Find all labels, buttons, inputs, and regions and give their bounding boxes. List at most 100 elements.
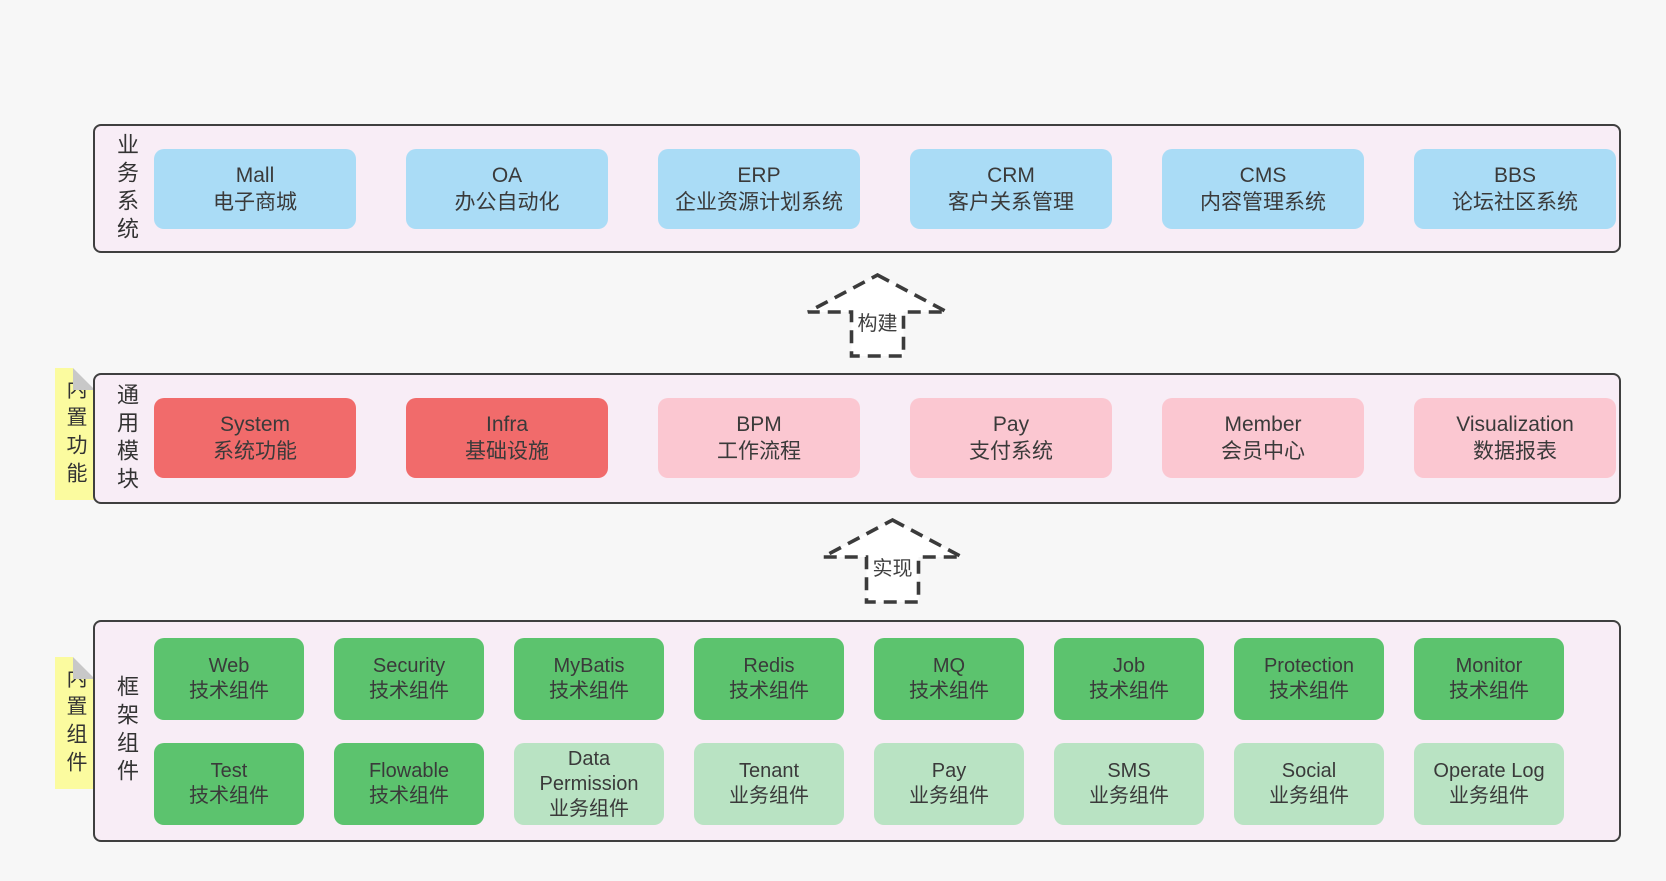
box-monitor: Monitor 技术组件: [1414, 638, 1564, 720]
implement-arrow-label: 实现: [873, 557, 913, 580]
implement-arrow-icon: 实现: [821, 518, 964, 605]
layer-common-modules: 通用模块 System 系统功能 Infra 基础设施 BPM 工作流程 Pay…: [93, 373, 1621, 504]
box-title: Job: [1112, 655, 1146, 677]
box-subtitle: 支付系统: [969, 440, 1053, 463]
box-subtitle: 内容管理系统: [1200, 191, 1326, 214]
box-subtitle: 技术组件: [369, 680, 449, 702]
sticky-note-built-in-features: 内置功能: [55, 368, 95, 500]
layer-label-framework: 框架组件: [114, 675, 139, 787]
box-pay-biz: Pay 业务组件: [874, 743, 1024, 825]
box-data-permission: Data Permission 业务组件: [514, 743, 664, 825]
box-subtitle: 基础设施: [465, 440, 549, 463]
box-subtitle: 论坛社区系统: [1452, 191, 1578, 214]
business-box-row: Mall 电子商城 OA 办公自动化 ERP 企业资源计划系统 CRM 客户关系…: [154, 149, 1616, 229]
box-title: MyBatis: [553, 655, 625, 677]
box-subtitle: 会员中心: [1221, 440, 1305, 463]
box-title: CMS: [1239, 164, 1287, 187]
box-title: Redis: [743, 655, 795, 677]
build-arrow-icon: 构建: [806, 273, 949, 359]
box-tenant: Tenant 业务组件: [694, 743, 844, 825]
box-subtitle: 技术组件: [549, 680, 629, 702]
box-subtitle: 业务组件: [1089, 785, 1169, 807]
box-visualization: Visualization 数据报表: [1414, 398, 1616, 478]
box-subtitle: 办公自动化: [454, 191, 560, 214]
box-subtitle: 业务组件: [549, 797, 629, 820]
box-web: Web 技术组件: [154, 638, 304, 720]
box-title: OA: [491, 164, 523, 187]
box-subtitle: 技术组件: [1089, 680, 1169, 702]
box-subtitle: 业务组件: [1449, 785, 1529, 807]
box-subtitle: 技术组件: [1269, 680, 1349, 702]
box-title: Web: [208, 655, 250, 677]
box-title: SMS: [1107, 760, 1151, 782]
box-subtitle: 技术组件: [729, 680, 809, 702]
box-title: Visualization: [1456, 413, 1574, 436]
box-subtitle: 技术组件: [909, 680, 989, 702]
box-mq: MQ 技术组件: [874, 638, 1024, 720]
box-title: Infra: [485, 413, 529, 436]
box-title: Security: [372, 655, 446, 677]
box-title: Pay: [931, 760, 967, 782]
box-subtitle: 企业资源计划系统: [675, 191, 843, 214]
box-subtitle: 电子商城: [213, 191, 297, 214]
box-mybatis: MyBatis 技术组件: [514, 638, 664, 720]
framework-box-row-1: Web 技术组件 Security 技术组件 MyBatis 技术组件 Redi…: [154, 638, 1564, 720]
box-title: Social: [1281, 760, 1337, 782]
box-title: Operate Log: [1433, 760, 1545, 782]
box-system: System 系统功能: [154, 398, 356, 478]
box-job: Job 技术组件: [1054, 638, 1204, 720]
box-subtitle: 技术组件: [189, 680, 269, 702]
box-title: Test: [210, 760, 248, 782]
box-title: BBS: [1493, 164, 1537, 187]
box-subtitle: 客户关系管理: [948, 191, 1074, 214]
box-subtitle: 工作流程: [717, 440, 801, 463]
box-bpm: BPM 工作流程: [658, 398, 860, 478]
box-mall: Mall 电子商城: [154, 149, 356, 229]
box-security: Security 技术组件: [334, 638, 484, 720]
box-oa: OA 办公自动化: [406, 149, 608, 229]
box-flowable: Flowable 技术组件: [334, 743, 484, 825]
box-title: System: [219, 413, 290, 436]
box-title: CRM: [987, 164, 1035, 187]
box-title: Pay: [992, 413, 1030, 436]
box-subtitle: 技术组件: [1449, 680, 1529, 702]
box-title: Monitor: [1455, 655, 1523, 677]
common-box-row: System 系统功能 Infra 基础设施 BPM 工作流程 Pay 支付系统…: [154, 398, 1616, 478]
box-subtitle: 业务组件: [729, 785, 809, 807]
box-bbs: BBS 论坛社区系统: [1414, 149, 1616, 229]
box-title: Mall: [235, 164, 275, 187]
box-subtitle: 技术组件: [369, 785, 449, 807]
sticky-note-built-in-components: 内置组件: [55, 657, 95, 789]
box-subtitle: 业务组件: [1269, 785, 1349, 807]
box-title: Data Permission: [539, 747, 639, 795]
box-title: ERP: [737, 164, 781, 187]
box-social: Social 业务组件: [1234, 743, 1384, 825]
box-member: Member 会员中心: [1162, 398, 1364, 478]
layer-framework-components: 框架组件 Web 技术组件 Security 技术组件 MyBatis 技术组件…: [93, 620, 1621, 842]
box-protection: Protection 技术组件: [1234, 638, 1384, 720]
framework-box-row-2: Test 技术组件 Flowable 技术组件 Data Permission …: [154, 743, 1564, 825]
layer-label-business: 业务系统: [114, 132, 139, 245]
box-title: Member: [1224, 413, 1302, 436]
box-subtitle: 业务组件: [909, 785, 989, 807]
box-test: Test 技术组件: [154, 743, 304, 825]
box-crm: CRM 客户关系管理: [910, 149, 1112, 229]
sticky-note-label: 内置组件: [64, 667, 87, 779]
box-cms: CMS 内容管理系统: [1162, 149, 1364, 229]
box-title: Flowable: [368, 760, 450, 782]
box-subtitle: 系统功能: [213, 440, 297, 463]
box-redis: Redis 技术组件: [694, 638, 844, 720]
box-subtitle: 数据报表: [1473, 440, 1557, 463]
box-title: Protection: [1263, 655, 1355, 677]
box-title: Tenant: [738, 760, 800, 782]
box-title: BPM: [736, 413, 782, 436]
box-pay: Pay 支付系统: [910, 398, 1112, 478]
layer-business-systems: 业务系统 Mall 电子商城 OA 办公自动化 ERP 企业资源计划系统 CRM…: [93, 124, 1621, 253]
box-operate-log: Operate Log 业务组件: [1414, 743, 1564, 825]
box-infra: Infra 基础设施: [406, 398, 608, 478]
box-erp: ERP 企业资源计划系统: [658, 149, 860, 229]
box-subtitle: 技术组件: [189, 785, 269, 807]
box-title: MQ: [932, 655, 966, 677]
box-sms: SMS 业务组件: [1054, 743, 1204, 825]
build-arrow-label: 构建: [858, 312, 898, 335]
